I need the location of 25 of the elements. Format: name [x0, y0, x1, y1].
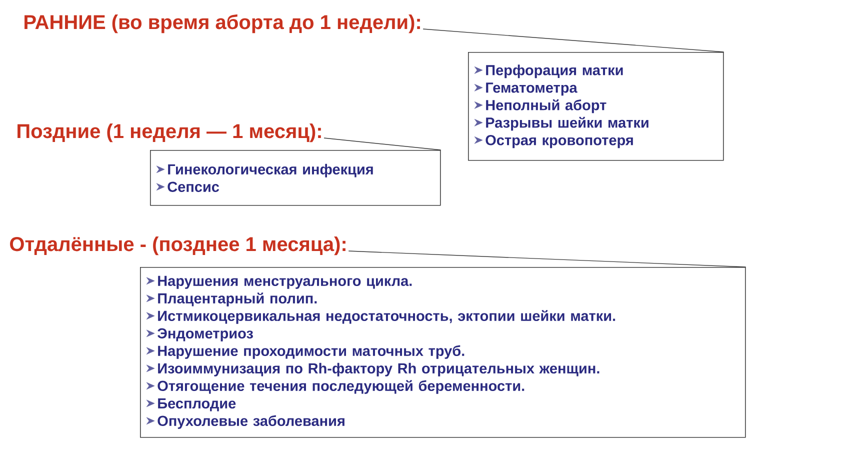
heading: РАННИЕ (во время аборта до 1 недели):	[24, 14, 420, 34]
list-item: Сепсис	[156, 182, 220, 192]
list-item: Острая кровопотеря	[474, 135, 633, 148]
list-item: Опухолевые заболевания	[146, 415, 344, 429]
list-item: Неполный аборт	[474, 99, 606, 114]
list-item: Гинекологическая инфекция	[156, 164, 373, 178]
list-box	[150, 150, 441, 206]
leader-line	[422, 28, 724, 52]
heading: Отдалённые - (позднее 1 месяца):	[10, 236, 346, 256]
list-item: Гематометра	[474, 82, 578, 96]
list-item: Эндометриоз	[146, 328, 253, 342]
heading: Поздние (1 неделя — 1 месяц):	[18, 124, 321, 142]
leader-line	[348, 250, 746, 268]
list-item: Истмикоцервикальная недостаточность, эктопии шейки матки.	[146, 310, 616, 324]
list-item: Отягощение течения последующей беременности.	[146, 380, 524, 394]
list-item: Нарушения менструального цикла.	[146, 276, 412, 289]
list-box	[140, 267, 746, 438]
list-item: Плацентарный полип.	[146, 292, 317, 306]
list-item: Разрывы шейки матки	[474, 116, 648, 131]
list-box	[468, 52, 724, 161]
leader-line	[324, 138, 442, 150]
list-item: Бесплодие	[146, 398, 236, 412]
list-item: Перфорация матки	[474, 64, 623, 78]
list-item: Изоиммунизация по Rh-фактору Rh отрицательных женщин.	[146, 362, 600, 376]
list-item: Нарушение проходимости маточных труб.	[146, 345, 464, 359]
